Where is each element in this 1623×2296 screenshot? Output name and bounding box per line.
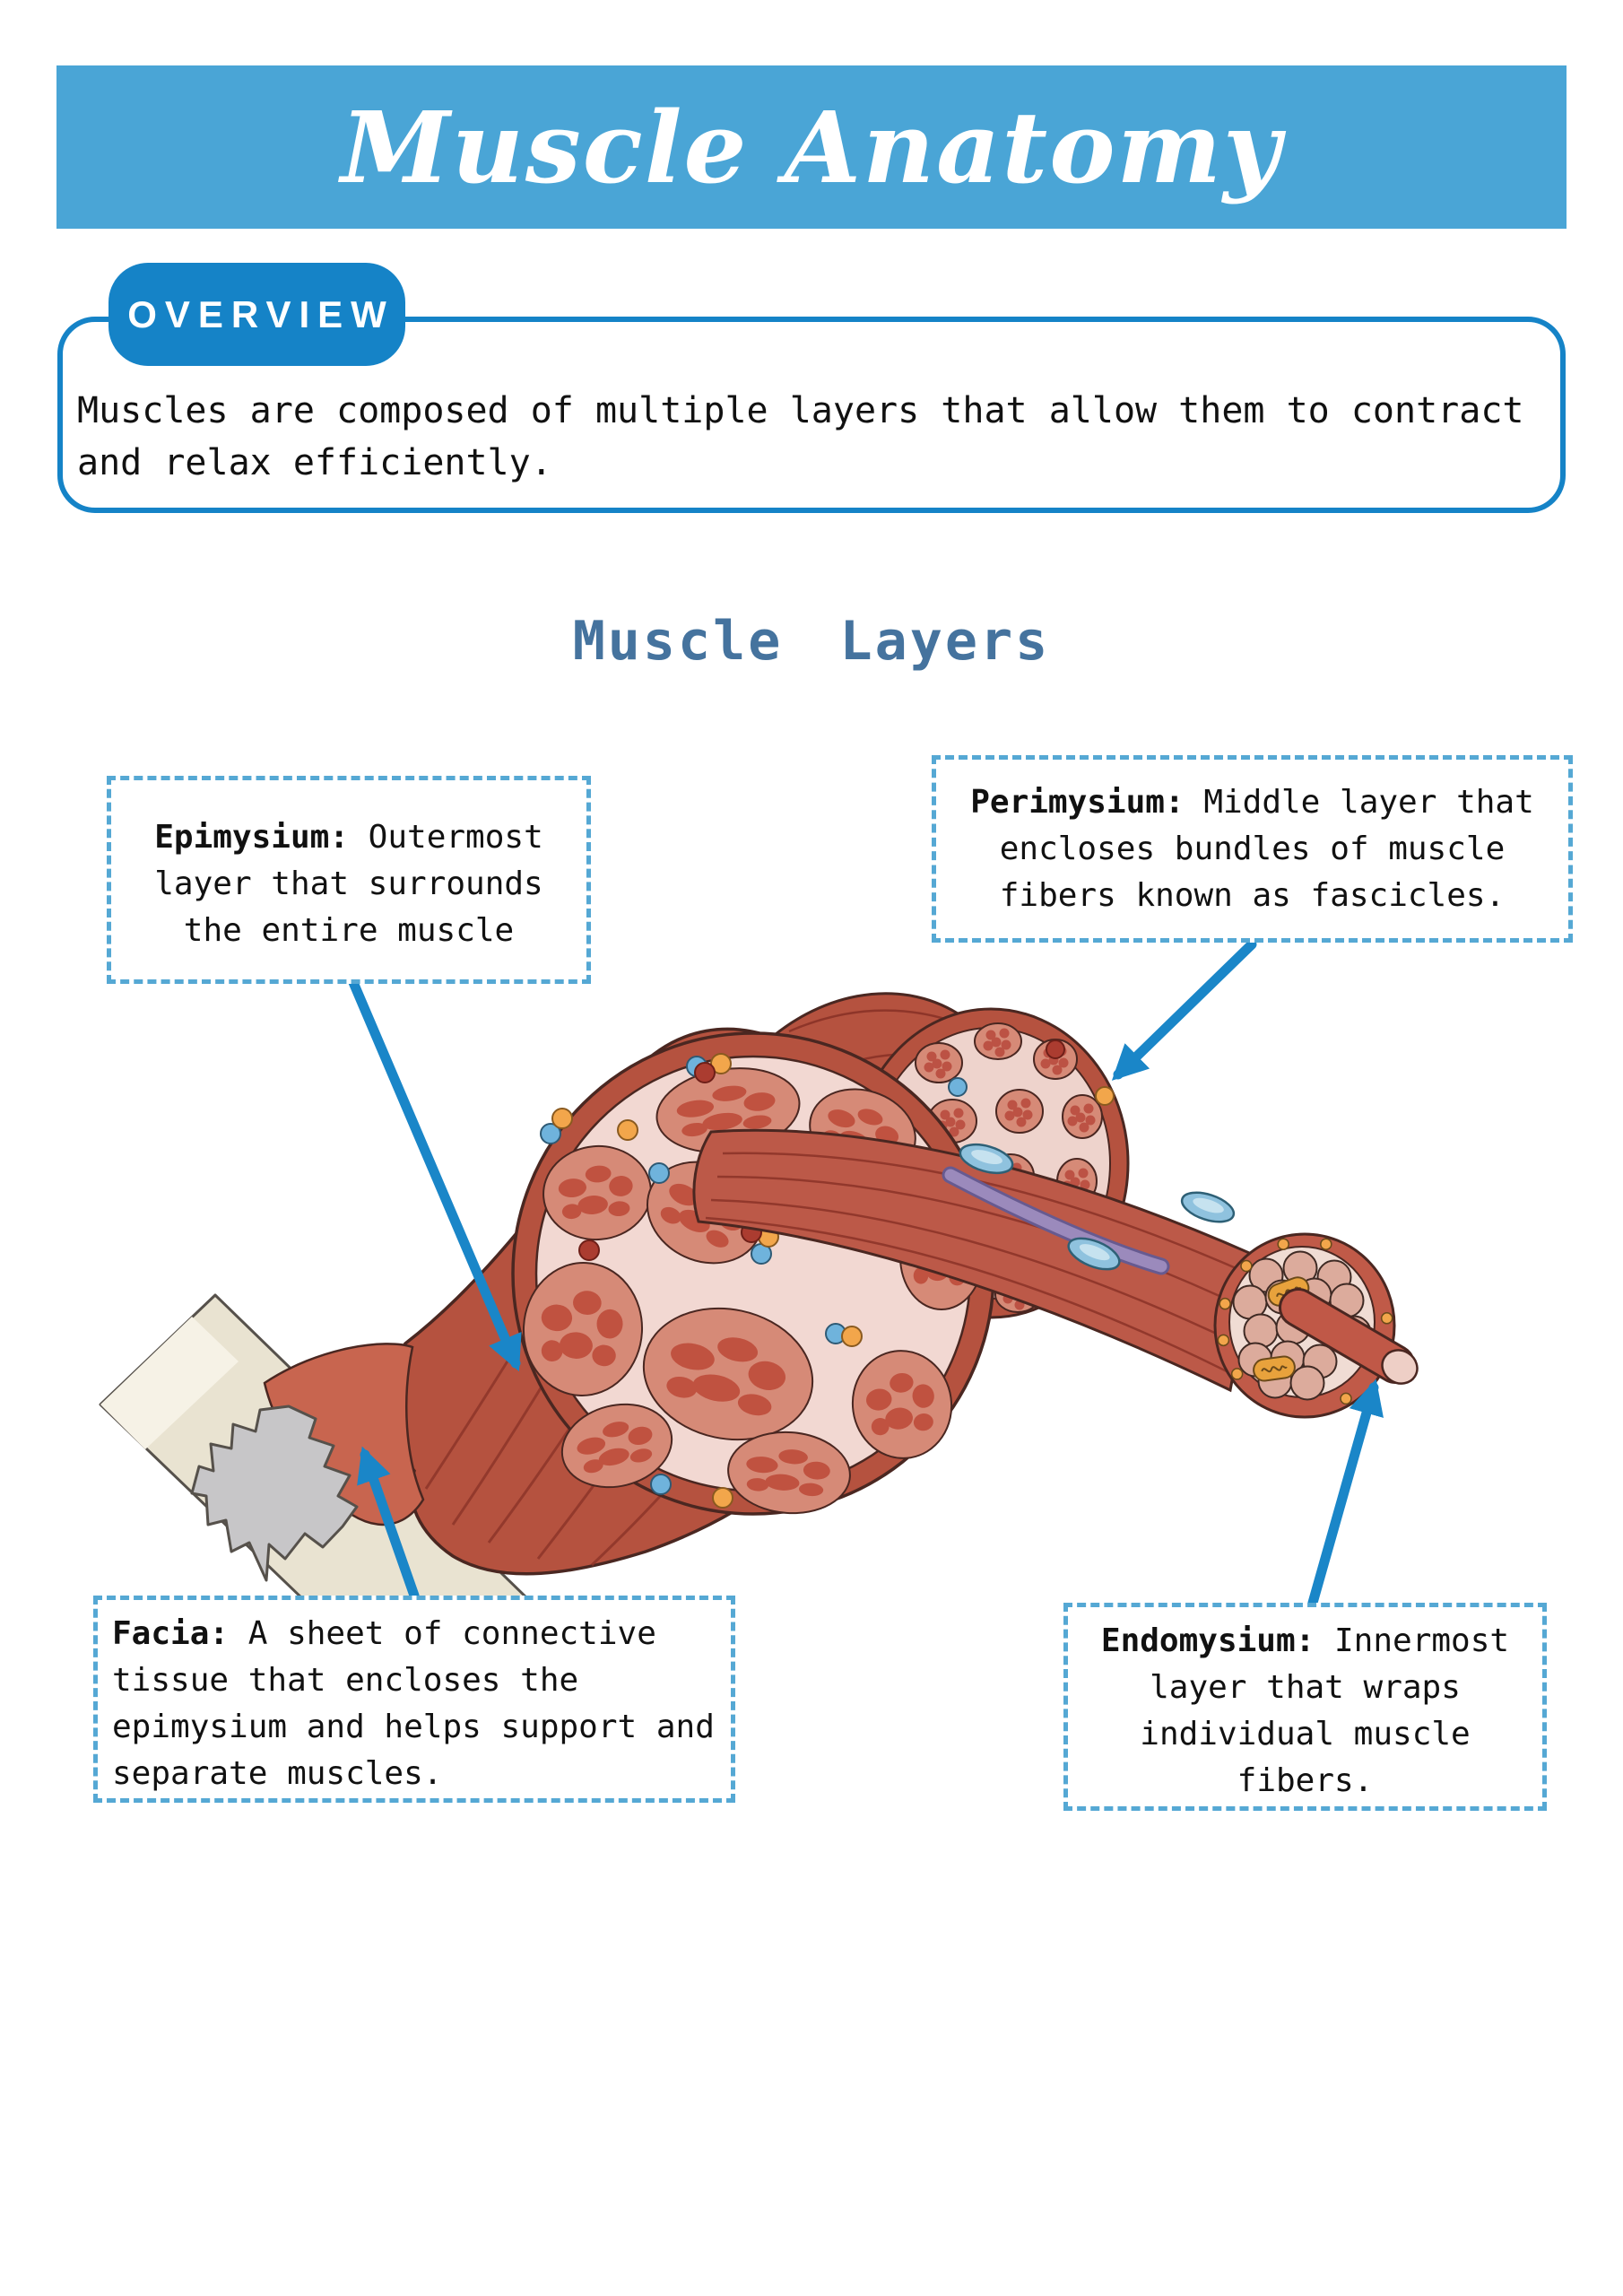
section-title: Muscle Layers xyxy=(572,610,1051,673)
callout-epimysium: Epimysium: Outermost layer that surround… xyxy=(107,776,591,984)
endomysium-arrow xyxy=(1307,1378,1384,1608)
muscle-fiber xyxy=(1279,1288,1419,1385)
capillary xyxy=(1067,1237,1121,1271)
overview-text: Muscles are composed of multiple layers … xyxy=(77,390,1524,483)
facia-arrow xyxy=(357,1446,420,1601)
callout-perimysium-term: Perimysium: xyxy=(970,784,1185,821)
overview-badge-label: OVERVIEW xyxy=(127,292,395,335)
overview-badge: OVERVIEW xyxy=(108,263,405,366)
callout-facia-term: Facia: xyxy=(112,1615,230,1652)
callout-perimysium-desc: Middle layer that encloses bundles of mu… xyxy=(999,784,1534,914)
perimysium-arrow xyxy=(1111,939,1257,1081)
overview-box: Muscles are composed of multiple layers … xyxy=(57,317,1566,513)
callout-endomysium: Endomysium: Innermost layer that wraps i… xyxy=(1063,1603,1547,1811)
callout-epimysium-term: Epimysium: xyxy=(154,819,349,856)
page-banner: Muscle Anatomy xyxy=(56,65,1567,229)
callout-facia-desc: A sheet of connective tissue that enclos… xyxy=(112,1615,715,1792)
capillary xyxy=(1180,1191,1236,1223)
muscle-cross-section xyxy=(511,1031,995,1516)
tendon xyxy=(190,1405,359,1582)
callout-facia: Facia: A sheet of connective tissue that… xyxy=(93,1596,735,1803)
capillary xyxy=(959,1143,1014,1175)
callout-endomysium-term: Endomysium: xyxy=(1100,1622,1315,1659)
nerve xyxy=(942,1166,1170,1275)
callout-endomysium-desc: Innermost layer that wraps individual mu… xyxy=(1140,1622,1510,1799)
mitochondrion xyxy=(1253,1355,1296,1382)
page-title: Muscle Anatomy xyxy=(341,89,1282,205)
callout-perimysium: Perimysium: Middle layer that encloses b… xyxy=(932,755,1573,943)
epimysium-arrow xyxy=(347,975,522,1372)
capillaries xyxy=(959,1143,1236,1271)
callout-epimysium-desc: Outermost layer that surrounds the entir… xyxy=(154,819,543,949)
